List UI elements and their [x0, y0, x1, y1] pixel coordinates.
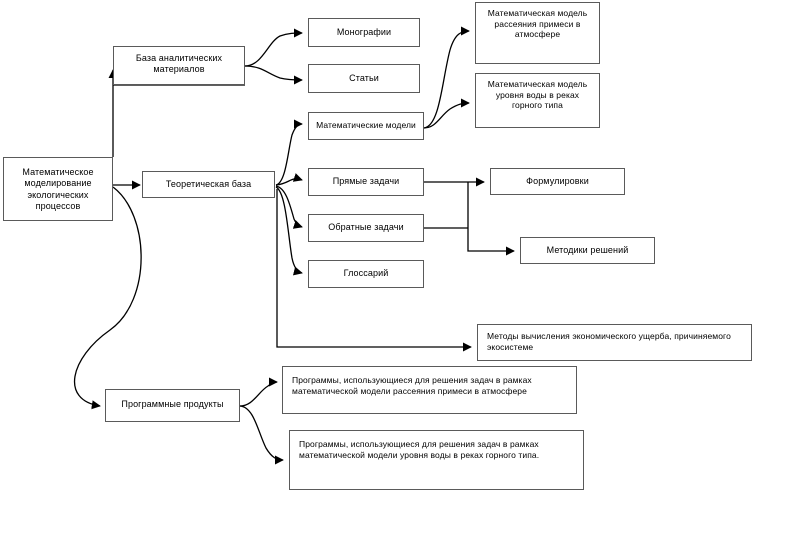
node-programs-river[interactable]: Программы, использующиеся для решения за… — [289, 430, 584, 490]
connector-theory-base-to-inverse-tasks — [275, 185, 303, 229]
node-label: Формулировки — [526, 176, 589, 186]
node-solution-methods[interactable]: Методики решений — [520, 237, 655, 264]
connector-analytic-base-to-articles — [244, 65, 303, 85]
node-analytic-base[interactable]: База аналитических материалов — [113, 46, 245, 85]
connector-root-to-software — [73, 186, 142, 410]
node-label: Программы, использующиеся для решения за… — [299, 439, 540, 460]
connector-software-to-programs-river — [239, 405, 284, 465]
node-monographs[interactable]: Монографии — [308, 18, 420, 47]
node-inverse-tasks[interactable]: Обратные задачи — [308, 214, 424, 242]
connector-math-models-to-model-river — [423, 98, 470, 129]
node-label: Обратные задачи — [328, 222, 404, 232]
node-label: Методы вычисления экономического ущерба,… — [487, 331, 731, 352]
node-damage-methods[interactable]: Методы вычисления экономического ущерба,… — [477, 324, 752, 361]
node-label: Глоссарий — [343, 268, 389, 278]
node-label: Программные продукты — [121, 399, 224, 409]
node-label: Программы, использующиеся для решения за… — [292, 375, 532, 396]
connector-math-models-to-model-atmosphere — [423, 26, 470, 129]
node-label: Статьи — [349, 73, 379, 83]
connector-analytic-base-to-monographs — [244, 28, 303, 67]
node-label: Математическая модель уровня воды в река… — [487, 79, 588, 111]
connector-software-to-programs-atmosphere — [239, 377, 278, 407]
node-root[interactable]: Математическое моделирование экологическ… — [3, 157, 113, 221]
node-label: Математическое моделирование экологическ… — [22, 167, 94, 211]
node-label: Математическая модель рассеяния примеси … — [487, 8, 588, 40]
node-formulations[interactable]: Формулировки — [490, 168, 625, 195]
connector-theory-base-to-direct-tasks — [275, 173, 303, 186]
node-label: Теоретическая база — [165, 179, 252, 189]
node-programs-atmosphere[interactable]: Программы, использующиеся для решения за… — [282, 366, 577, 414]
node-label: Математические модели — [316, 120, 416, 130]
connector-theory-base-to-damage-methods — [276, 189, 472, 352]
node-label: Монографии — [336, 27, 392, 37]
connector-theory-base-to-glossary — [275, 186, 303, 276]
node-label: База аналитических материалов — [135, 53, 223, 75]
node-glossary[interactable]: Глоссарий — [308, 260, 424, 288]
connector-task-bus — [467, 182, 515, 256]
node-label: Методики решений — [546, 245, 629, 255]
node-math-models[interactable]: Математические модели — [308, 112, 424, 140]
node-label: Прямые задачи — [332, 176, 400, 186]
node-theory-base[interactable]: Теоретическая база — [142, 171, 275, 198]
node-model-atmosphere[interactable]: Математическая модель рассеяния примеси … — [475, 2, 600, 64]
node-software[interactable]: Программные продукты — [105, 389, 240, 422]
node-articles[interactable]: Статьи — [308, 64, 420, 93]
connector-theory-base-to-math-models — [275, 119, 303, 186]
node-direct-tasks[interactable]: Прямые задачи — [308, 168, 424, 196]
node-model-river[interactable]: Математическая модель уровня воды в река… — [475, 73, 600, 128]
